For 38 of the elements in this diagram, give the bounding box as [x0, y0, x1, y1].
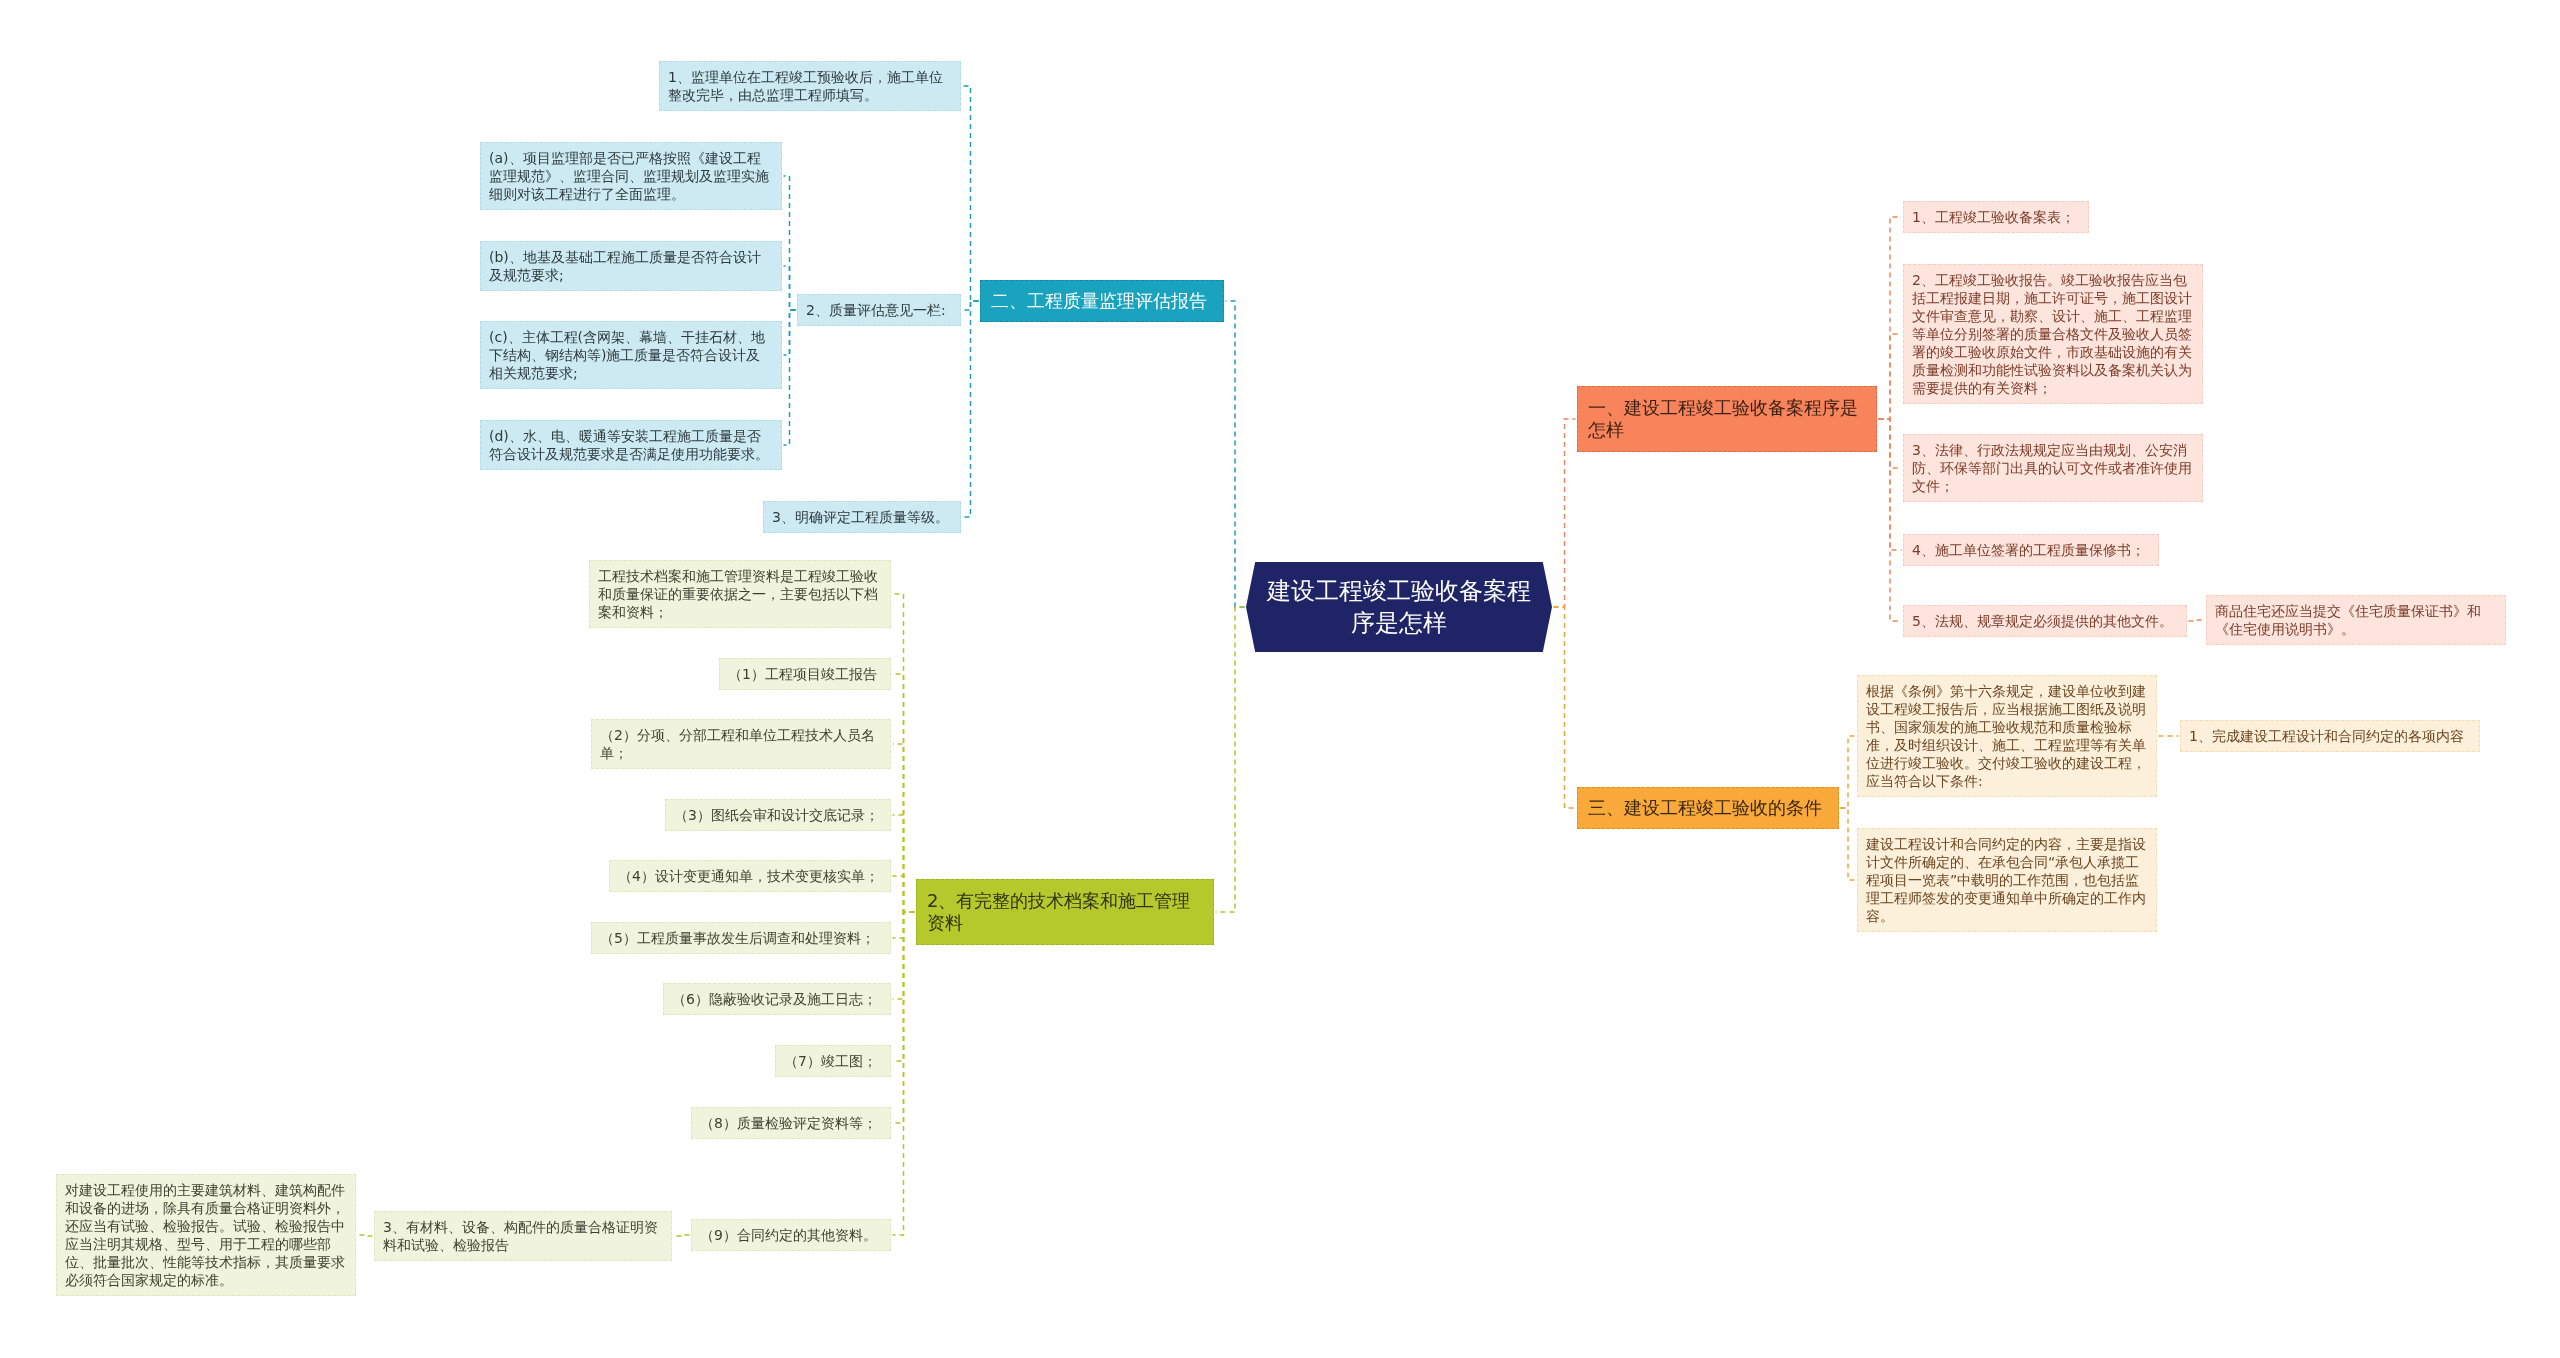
subtopic-card: （4）设计变更通知单，技术变更核实单； — [609, 860, 891, 892]
subtopic-card: （3）图纸会审和设计交底记录； — [665, 799, 891, 831]
subtopic-card: （8）质量检验评定资料等； — [691, 1107, 891, 1139]
subtopic-card: 1、完成建设工程设计和合同约定的各项内容 — [2180, 720, 2480, 752]
subtopic-card: (a)、项目监理部是否已严格按照《建设工程监理规范》、监理合同、监理规划及监理实施细则对该工程进行了全面监理。 — [480, 142, 782, 210]
branch-topic: 一、建设工程竣工验收备案程序是怎样 — [1577, 386, 1877, 452]
subtopic-card: 建设工程设计和合同约定的内容，主要是指设计文件所确定的、在承包合同“承包人承揽工程项目一览表”中载明的工作范围，也包括监理工程师签发的变更通知单中所确定的工作内容。 — [1857, 828, 2157, 932]
subtopic-card: （9）合同约定的其他资料。 — [691, 1219, 891, 1251]
branch-topic: 2、有完整的技术档案和施工管理资料 — [916, 879, 1214, 945]
subtopic-card: (b)、地基及基础工程施工质量是否符合设计及规范要求; — [480, 241, 782, 291]
subtopic-card: 1、工程竣工验收备案表； — [1903, 201, 2089, 233]
branch-topic: 三、建设工程竣工验收的条件 — [1577, 787, 1839, 829]
connector-line — [1839, 807, 1857, 881]
subtopic-card: 3、明确评定工程质量等级。 — [763, 501, 961, 533]
subtopic-card: 商品住宅还应当提交《住宅质量保证书》和《住宅使用说明书》。 — [2206, 595, 2506, 645]
subtopic-card: 3、法律、行政法规规定应当由规划、公安消防、环保等部门出具的认可文件或者准许使用文件； — [1903, 434, 2203, 502]
subtopic-card: 对建设工程使用的主要建筑材料、建筑构配件和设备的进场，除具有质量合格证明资料外，还应当有试验、检验报告。试验、检验报告中应当注明其规格、型号、用于工程的哪些部位、批量批次、性能等技术指标，其质量要求必须符合国家规定的标准。 — [56, 1174, 356, 1296]
subtopic-card: 2、质量评估意见一栏: — [797, 294, 961, 326]
subtopic-card: （2）分项、分部工程和单位工程技术人员名单； — [591, 719, 891, 769]
subtopic-card: (d)、水、电、暖通等安装工程施工质量是否符合设计及规范要求是否满足使用功能要求。 — [480, 420, 782, 470]
subtopic-card: 3、有材料、设备、构配件的质量合格证明资料和试验、检验报告 — [374, 1211, 672, 1261]
subtopic-card: 工程技术档案和施工管理资料是工程竣工验收和质量保证的重要依据之一，主要包括以下档案和资料； — [589, 560, 891, 628]
connector-line — [782, 309, 797, 446]
connector-line — [1214, 606, 1246, 913]
subtopic-card: （7）竣工图； — [775, 1045, 891, 1077]
subtopic-card: 1、监理单位在工程竣工预验收后，施工单位整改完毕，由总监理工程师填写。 — [659, 61, 961, 111]
connector-line — [1552, 606, 1577, 809]
subtopic-card: 根据《条例》第十六条规定，建设单位收到建设工程竣工报告后，应当根据施工图纸及说明书、国家颁发的施工验收规范和质量检验标准，及时组织设计、施工、工程监理等有关单位进行竣工验收。交付竣工验收的建设工程，应当符合以下条件: — [1857, 675, 2157, 797]
subtopic-card: 4、施工单位签署的工程质量保修书； — [1903, 534, 2159, 566]
connector-line — [2157, 735, 2180, 737]
subtopic-card: （1）工程项目竣工报告 — [719, 658, 891, 690]
subtopic-card: 5、法规、规章规定必须提供的其他文件。 — [1903, 605, 2187, 637]
branch-topic: 二、工程质量监理评估报告 — [980, 280, 1224, 322]
subtopic-card: (c)、主体工程(含网架、幕墙、干挂石材、地下结构、钢结构等)施工质量是否符合设计及相关规范要求; — [480, 321, 782, 389]
subtopic-card: （6）隐蔽验收记录及施工日志； — [663, 983, 891, 1015]
central-topic-hexagon: 建设工程竣工验收备案程序是怎样 — [1246, 562, 1552, 652]
subtopic-card: （5）工程质量事故发生后调查和处理资料； — [591, 922, 891, 954]
subtopic-card: 2、工程竣工验收报告。竣工验收报告应当包括工程报建日期，施工许可证号，施工图设计文件审查意见，勘察、设计、施工、工程监理等单位分别签署的质量合格文件及验收人员签署的竣工验收原始文件，市政基础设施的有关质量检测和功能性试验资料以及备案机关认为需要提供的有关资料； — [1903, 264, 2203, 404]
